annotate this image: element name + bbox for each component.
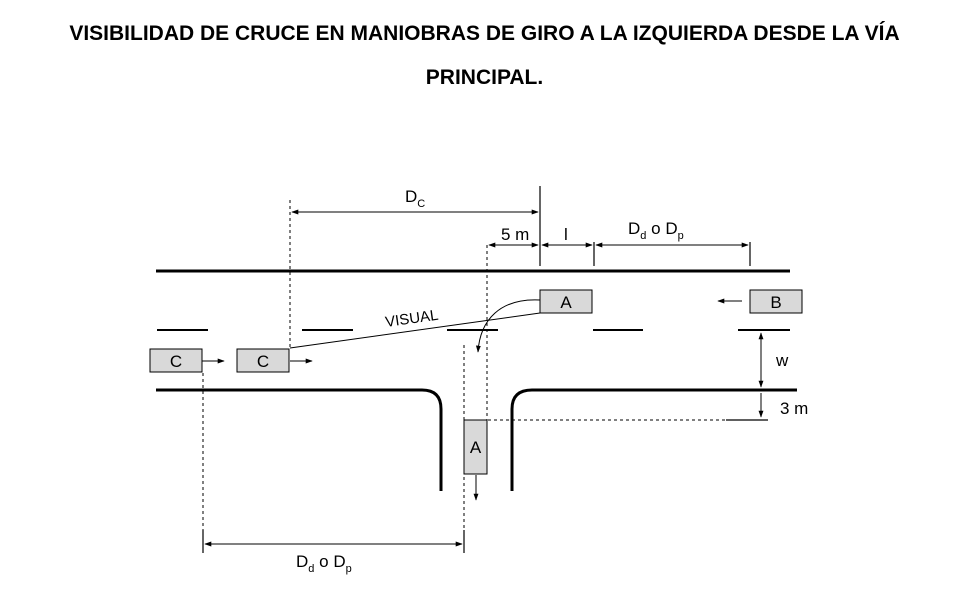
dc-label: DC <box>405 187 425 210</box>
title-line-1: VISIBILIDAD DE CRUCE EN MANIOBRAS DE GIR… <box>69 22 900 45</box>
main-road-bottom-edge-right <box>510 388 797 491</box>
dd-or-dp-bottom-label: Dd o Dp <box>296 552 352 575</box>
five-m-label: 5 m <box>501 225 529 244</box>
vehicle-a-label: A <box>560 293 572 312</box>
title-line-2: PRINCIPAL. <box>425 66 544 89</box>
visual-label: VISUAL <box>384 307 439 331</box>
main-road-bottom-edge-left <box>156 388 443 491</box>
dimension-arrows <box>204 209 764 547</box>
vehicle-a-side-label: A <box>470 438 482 457</box>
vehicle-c-waiting: C <box>149 348 203 373</box>
w-label: w <box>775 351 789 370</box>
vehicle-b: B <box>749 289 803 314</box>
l-label: l <box>564 225 568 244</box>
vehicle-c-right-label: C <box>257 352 269 371</box>
sight-line <box>289 312 541 349</box>
dimension-extension-lines <box>202 186 768 553</box>
diagram-title: VISIBILIDAD DE CRUCE EN MANIOBRAS DE GIR… <box>0 12 969 100</box>
dd-or-dp-top-label: Dd o Dp <box>628 219 684 242</box>
three-m-label: 3 m <box>780 399 808 418</box>
vehicle-a-main-road: A <box>539 289 593 314</box>
turning-path-arrow <box>475 299 541 353</box>
vehicle-b-label: B <box>770 293 781 312</box>
vehicle-c-left-label: C <box>170 352 182 371</box>
vehicle-direction-arrows <box>202 298 742 501</box>
vehicle-a-side-road: A <box>463 419 488 475</box>
vehicle-c-advanced: C <box>236 348 290 373</box>
